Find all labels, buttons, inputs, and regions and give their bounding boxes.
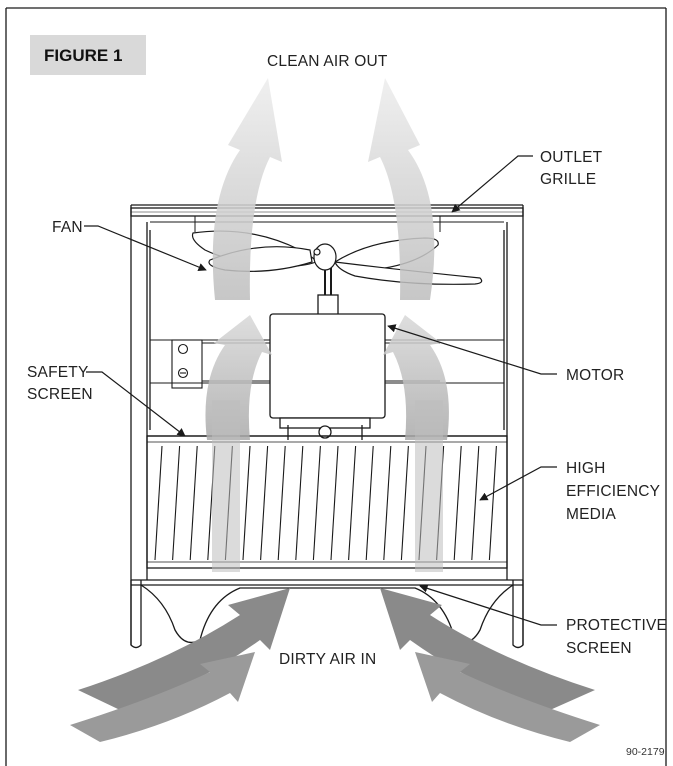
- media-pleat: [453, 445, 462, 561]
- media-pleat: [295, 445, 304, 561]
- media-pleat: [471, 445, 480, 561]
- media-pleat: [348, 445, 357, 561]
- label-fan: FAN: [52, 219, 83, 236]
- motor: [269, 255, 386, 440]
- label-outlet-grille-1: OUTLET: [540, 149, 603, 166]
- media-pleat: [330, 445, 339, 561]
- label-protective-screen-1: PROTECTIVE: [566, 617, 667, 634]
- label-clean-air-out: CLEAN AIR OUT: [267, 53, 388, 70]
- label-media-1: HIGH: [566, 460, 606, 477]
- label-media-3: MEDIA: [566, 506, 617, 523]
- label-safety-screen-1: SAFETY: [27, 364, 89, 381]
- label-protective-screen-2: SCREEN: [566, 640, 632, 657]
- media-pleat: [154, 445, 163, 561]
- label-motor: MOTOR: [566, 367, 624, 384]
- media-pleat: [312, 445, 321, 561]
- leader-lines: [84, 155, 557, 626]
- media-pleat: [365, 445, 374, 561]
- figure-code: 90-2179: [626, 746, 665, 758]
- outlet-grille: [130, 207, 524, 232]
- figure-title: FIGURE 1: [44, 46, 122, 65]
- figure-tab: FIGURE 1: [30, 35, 146, 75]
- media-pleat: [172, 445, 181, 561]
- media-pleat: [242, 445, 251, 561]
- label-outlet-grille-2: GRILLE: [540, 171, 596, 188]
- label-safety-screen-2: SCREEN: [27, 386, 93, 403]
- dirty-air-arrows: [70, 588, 600, 742]
- media-pleat: [260, 445, 269, 561]
- high-efficiency-media: [146, 435, 508, 569]
- figure-border: [5, 7, 667, 766]
- media-pleat: [277, 445, 286, 561]
- media-pleat: [488, 445, 497, 561]
- media-pleat: [189, 445, 198, 561]
- media-pleat: [383, 445, 392, 561]
- label-media-2: EFFICIENCY: [566, 483, 660, 500]
- media-pleat: [400, 445, 409, 561]
- label-dirty-air-in: DIRTY AIR IN: [279, 651, 376, 668]
- clean-air-arrows: [205, 78, 449, 572]
